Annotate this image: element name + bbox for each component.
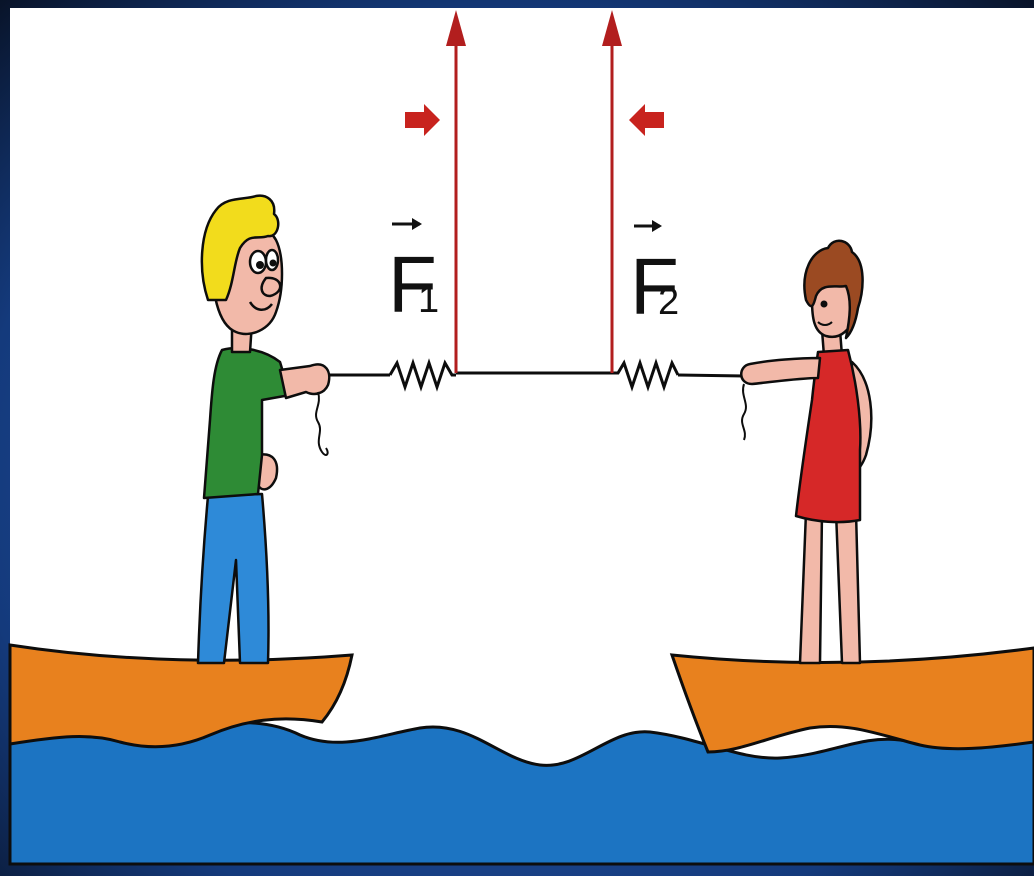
boy-hair xyxy=(200,194,280,302)
push-arrow-right xyxy=(629,104,664,136)
girl-arm xyxy=(740,356,822,386)
boy-mouth xyxy=(248,301,273,311)
force-label-2: F 2 xyxy=(630,220,679,331)
force-2-subscript: 2 xyxy=(658,281,679,323)
force-1-subscript: 1 xyxy=(418,279,439,321)
spring-left xyxy=(388,358,456,392)
push-arrow-left xyxy=(405,104,440,136)
up-arrow-icon xyxy=(446,10,466,46)
force-arrow-1 xyxy=(446,10,466,373)
girl-eye xyxy=(820,300,828,308)
girl-mouth xyxy=(817,321,833,326)
right-arrow-icon xyxy=(405,104,440,136)
rope-assembly xyxy=(322,358,746,392)
force-label-1: F 1 xyxy=(388,218,439,329)
boat-right xyxy=(669,646,1034,754)
boy-rope-tail xyxy=(315,391,329,456)
force-1-letter: F xyxy=(388,240,437,329)
boy-nose xyxy=(260,276,282,298)
girl-dress xyxy=(794,348,862,524)
spring-right xyxy=(612,358,680,392)
up-arrow-icon xyxy=(602,10,622,46)
force-arrow-2 xyxy=(602,10,622,373)
boy-figure xyxy=(196,194,331,665)
boy-back-hand xyxy=(256,453,279,491)
rope-right xyxy=(677,373,746,378)
left-arrow-icon xyxy=(629,104,664,136)
boy-jeans xyxy=(196,492,270,665)
girl-rope-tail xyxy=(741,383,747,441)
force-2-letter: F xyxy=(630,242,679,331)
girl-figure xyxy=(740,239,873,665)
girl-hair xyxy=(803,239,864,340)
boy-arm xyxy=(278,363,331,400)
